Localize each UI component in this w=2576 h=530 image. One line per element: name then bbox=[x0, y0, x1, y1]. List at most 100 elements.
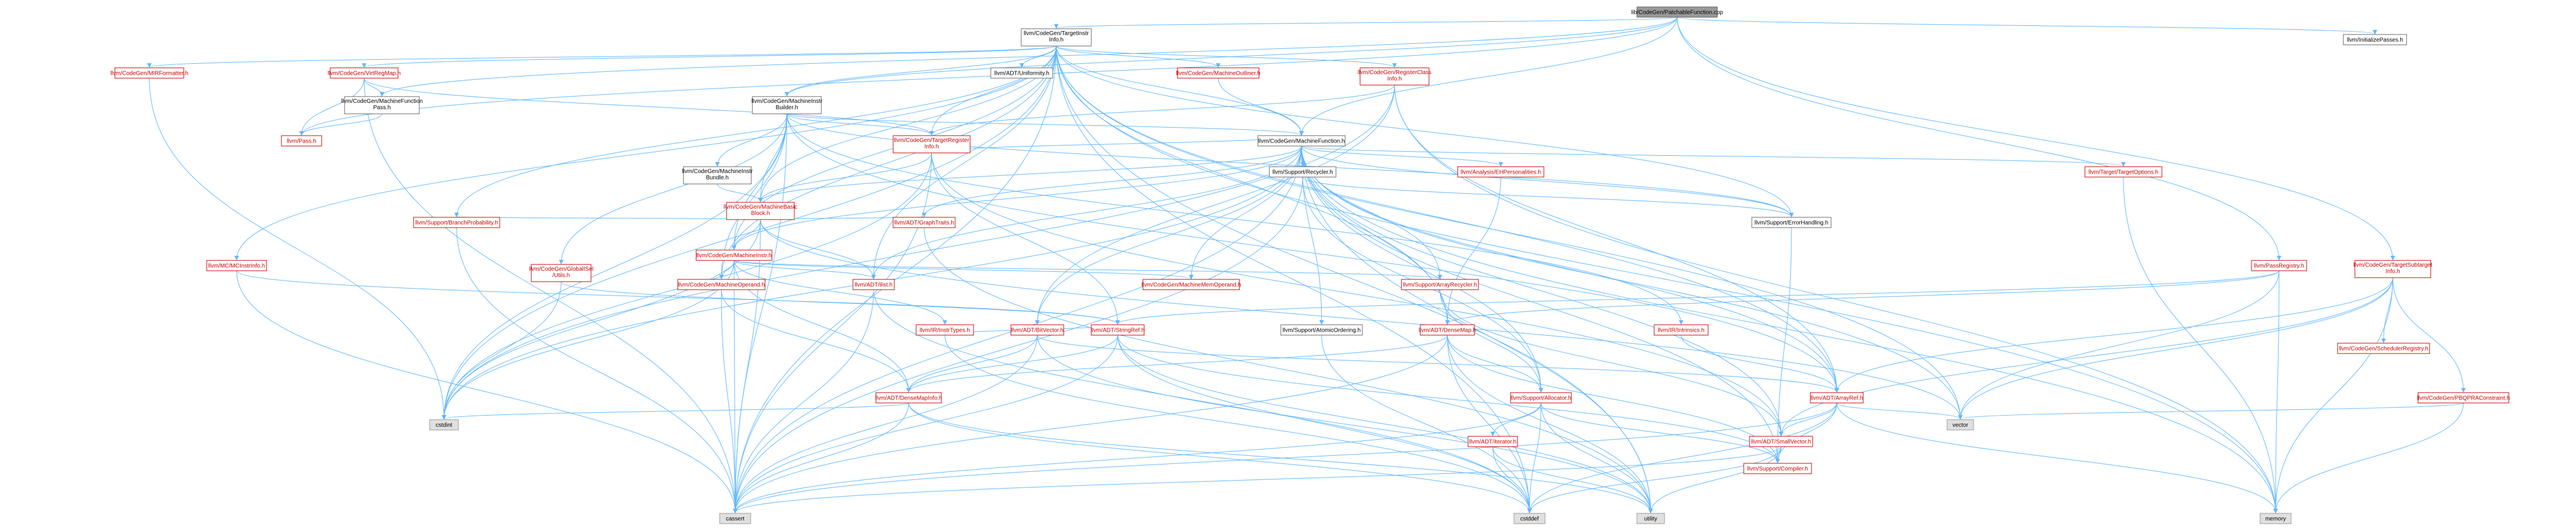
node-stringref[interactable]: llvm/ADT/StringRef.h bbox=[1091, 324, 1145, 336]
node-label-vector-line0: vector bbox=[1952, 423, 1968, 429]
node-atomicordering[interactable]: llvm/Support/AtomicOrdering.h bbox=[1280, 324, 1363, 336]
edge-root-to-passregistry bbox=[1677, 17, 2281, 260]
edge-mfpass-to-pass bbox=[299, 113, 383, 136]
node-box-mbb bbox=[726, 202, 795, 220]
node-label-mmo-line0: llvm/CodeGen/MachineMemOperand.h bbox=[1141, 282, 1241, 289]
node-label-mirformatter-line0: llvm/CodeGen/MIRFormatter.h bbox=[110, 71, 188, 77]
node-label-ehpers-line0: llvm/Analysis/EHPersonalities.h bbox=[1461, 170, 1541, 176]
node-intrinsics[interactable]: llvm/IR/Intrinsics.h bbox=[1654, 324, 1709, 336]
node-label-cstddef-line0: cstddef bbox=[1520, 516, 1539, 523]
node-pbqp[interactable]: llvm/CodeGen/PBQPRAConstraint.h bbox=[2417, 392, 2510, 404]
edge-arrayref-to-smallvector bbox=[1779, 402, 1837, 436]
node-mmo[interactable]: llvm/CodeGen/MachineMemOperand.h bbox=[1141, 279, 1241, 290]
node-arrayref[interactable]: llvm/ADT/ArrayRef.h bbox=[1810, 392, 1864, 404]
edge-mf-to-compiler bbox=[1301, 145, 1780, 463]
node-graphtraits[interactable]: llvm/ADT/GraphTraits.h bbox=[893, 217, 956, 228]
node-memory: memory bbox=[2260, 513, 2292, 524]
edge-arrayrecycler-to-smallvector bbox=[1439, 289, 1783, 436]
edge-tsi-to-smallvector bbox=[1779, 277, 2393, 436]
node-globalisel[interactable]: llvm/CodeGen/GlobalISel/Utils.h bbox=[529, 264, 593, 282]
node-densemap[interactable]: llvm/ADT/DenseMap.h bbox=[1419, 324, 1476, 336]
node-allocator[interactable]: llvm/Support/Allocator.h bbox=[1510, 392, 1572, 404]
node-ilist[interactable]: llvm/ADT/ilist.h bbox=[852, 279, 895, 290]
edge-targetoptions-to-memory bbox=[2123, 176, 2278, 513]
node-instrtypes[interactable]: llvm/IR/InstrTypes.h bbox=[916, 324, 974, 336]
node-iterator[interactable]: llvm/ADT/iterator.h bbox=[1467, 436, 1518, 447]
node-virtregmap[interactable]: llvm/CodeGen/VirtRegMap.h bbox=[327, 67, 401, 79]
node-errorhandling[interactable]: llvm/Support/ErrorHandling.h bbox=[1751, 217, 1832, 228]
node-machineoutliner[interactable]: llvm/CodeGen/MachineOutliner.h bbox=[1176, 67, 1261, 79]
node-box-instrtypes bbox=[916, 324, 974, 336]
node-label-recycler-line0: llvm/Support/Recycler.h bbox=[1272, 170, 1333, 176]
node-recycler[interactable]: llvm/Support/Recycler.h bbox=[1269, 166, 1337, 178]
node-smallvector[interactable]: llvm/ADT/SmallVector.h bbox=[1749, 436, 1813, 447]
edge-mf-to-allocator bbox=[1301, 145, 1543, 393]
node-box-passregistry bbox=[2251, 260, 2307, 271]
node-mf[interactable]: llvm/CodeGen/MachineFunction.h bbox=[1257, 135, 1346, 147]
node-label-arrayrecycler-line0: llvm/Support/ArrayRecycler.h bbox=[1403, 282, 1477, 289]
node-densemapinfo[interactable]: llvm/ADT/DenseMapInfo.h bbox=[875, 392, 943, 404]
node-box-mcinstrinfo bbox=[206, 260, 267, 271]
edge-atomicordering-to-cstddef bbox=[1321, 335, 1532, 513]
node-box-recycler bbox=[1269, 166, 1337, 178]
edge-tii-to-machineoutliner bbox=[1056, 45, 1221, 68]
edge-arrayref-to-vector bbox=[1836, 402, 1963, 420]
edge-mo-to-cassert bbox=[721, 289, 737, 513]
node-initpasses[interactable]: llvm/InitializePasses.h bbox=[2343, 34, 2407, 45]
node-box-schedreg bbox=[2337, 343, 2430, 354]
node-arrayrecycler[interactable]: llvm/Support/ArrayRecycler.h bbox=[1401, 279, 1479, 290]
edge-passregistry-to-stringref bbox=[1115, 270, 2280, 325]
edge-mib-to-mf bbox=[786, 113, 1304, 136]
edge-intrinsics-to-arrayref bbox=[1681, 335, 1839, 393]
edge-tii-to-memory bbox=[1056, 45, 2278, 513]
edge-passregistry-to-vector bbox=[1958, 270, 2280, 420]
node-box-mirformatter bbox=[114, 67, 184, 79]
node-cstddef: cstddef bbox=[1513, 513, 1546, 524]
edge-mcinstrinfo-to-cassert bbox=[236, 270, 737, 513]
node-branchprob[interactable]: llvm/Support/BranchProbability.h bbox=[413, 217, 500, 228]
node-passregistry[interactable]: llvm/PassRegistry.h bbox=[2251, 260, 2307, 271]
node-targetoptions[interactable]: llvm/Target/TargetOptions.h bbox=[2084, 166, 2162, 178]
edge-mf-to-smallvector bbox=[1301, 145, 1783, 436]
node-label-mi-line0: llvm/CodeGen/MachineInstr.h bbox=[696, 253, 771, 259]
node-mo[interactable]: llvm/CodeGen/MachineOperand.h bbox=[677, 279, 766, 290]
edge-allocator-to-compiler bbox=[1540, 402, 1780, 463]
edge-globalisel-to-cstdint bbox=[442, 281, 562, 420]
node-label-intrinsics-line0: llvm/IR/Intrinsics.h bbox=[1658, 328, 1704, 334]
node-label-stringref-line0: llvm/ADT/StringRef.h bbox=[1091, 328, 1144, 334]
edge-tri-to-smallvector bbox=[931, 152, 1783, 436]
edge-mib-to-cstdint bbox=[442, 113, 787, 420]
node-mcinstrinfo[interactable]: llvm/MC/MCInstrInfo.h bbox=[206, 260, 267, 271]
node-label-branchprob-line0: llvm/Support/BranchProbability.h bbox=[415, 220, 498, 226]
node-pass[interactable]: llvm/Pass.h bbox=[281, 135, 322, 147]
edge-tii-to-tri bbox=[929, 45, 1057, 136]
node-root[interactable]: lib/CodeGen/PatchableFunction.cpp bbox=[1631, 6, 1724, 18]
edge-mf-to-bitvector bbox=[1035, 145, 1302, 325]
node-uniformity[interactable]: llvm/ADT/Uniformity.h bbox=[990, 67, 1053, 79]
edge-mib-to-mo bbox=[719, 113, 787, 279]
node-ehpers[interactable]: llvm/Analysis/EHPersonalities.h bbox=[1457, 166, 1544, 178]
node-box-memory bbox=[2260, 513, 2292, 524]
edge-passregistry-to-densemap bbox=[1445, 270, 2280, 325]
node-bitvector[interactable]: llvm/ADT/BitVector.h bbox=[1010, 324, 1064, 336]
node-label-compiler-line0: llvm/Support/Compiler.h bbox=[1747, 466, 1808, 473]
node-mi[interactable]: llvm/CodeGen/MachineInstr.h bbox=[696, 249, 773, 261]
edge-mf-to-arrayref bbox=[1301, 145, 1839, 393]
edge-machineoutliner-to-mf bbox=[1218, 78, 1304, 136]
node-box-arrayrecycler bbox=[1401, 279, 1479, 290]
node-compiler[interactable]: llvm/Support/Compiler.h bbox=[1743, 463, 1812, 474]
edge-mf-to-ilist bbox=[871, 145, 1302, 279]
node-label-ilist-line0: llvm/ADT/ilist.h bbox=[855, 282, 893, 289]
node-schedreg[interactable]: llvm/CodeGen/SchedulerRegistry.h bbox=[2337, 343, 2430, 354]
edge-bitvector-to-arrayref bbox=[1037, 335, 1839, 393]
node-mirformatter[interactable]: llvm/CodeGen/MIRFormatter.h bbox=[110, 67, 188, 79]
